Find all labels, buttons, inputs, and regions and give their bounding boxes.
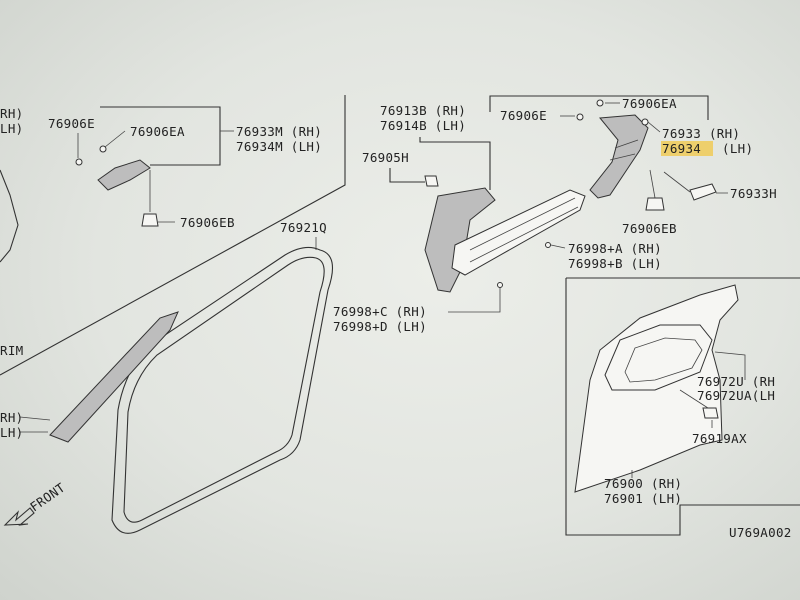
label-lh-left-top: LH): [0, 121, 23, 136]
label-rim: RIM: [0, 343, 23, 358]
group-bracket-76933m: [100, 106, 221, 166]
clip-76906eb-left: [141, 213, 159, 227]
leader-a-pillar: [19, 416, 51, 433]
cap-76933h: [689, 183, 717, 201]
figure-code: U769A002: [729, 525, 792, 540]
label-front: FRONT: [27, 480, 68, 515]
label-76905h: 76905H: [362, 150, 409, 165]
trim-opening-panel: [604, 324, 713, 391]
leader-76906eb-left: [149, 170, 175, 223]
a-pillar-garnish: [49, 311, 179, 443]
rear-pillar-trim-76933: [589, 114, 649, 199]
label-76906eb-mid: 76906EB: [622, 221, 677, 236]
door-welt-seal-outer: [111, 246, 334, 534]
bracket-76913b: [419, 137, 491, 190]
leader-76906ea-left: [104, 130, 126, 148]
clip-76906e-mid: [576, 113, 584, 121]
group-bracket-76933: [489, 95, 709, 120]
label-76914b: 76914B (LH): [380, 118, 466, 133]
kicking-plate-detail: [469, 197, 579, 263]
clip-76919ax: [702, 407, 719, 419]
label-76906ea-left: 76906EA: [130, 124, 185, 139]
section-divider-line: [0, 95, 346, 376]
leader-76933: [647, 121, 661, 133]
label-rh-left-bottom: RH): [0, 410, 23, 425]
label-76900: 76900 (RH): [604, 476, 682, 491]
label-76906eb-left: 76906EB: [180, 215, 235, 230]
leader-76933h: [663, 171, 728, 194]
label-76998d: 76998+D (LH): [333, 319, 427, 334]
door-welt-seal-inner: [123, 256, 325, 523]
clip-76998a: [545, 242, 551, 248]
clip-76998c: [497, 282, 503, 288]
label-76919ax: 76919AX: [692, 431, 747, 446]
leader-76998a: [550, 244, 566, 249]
highlight-76934: [661, 141, 713, 156]
leader-76998c: [448, 288, 501, 313]
label-76913b: 76913B (RH): [380, 103, 466, 118]
leader-76972u: [714, 351, 746, 380]
label-76933-rh: 76933 (RH): [662, 126, 740, 141]
clip-76906e-left: [75, 158, 83, 166]
clip-76905h: [424, 175, 439, 187]
label-76933m: 76933M (RH): [236, 124, 322, 139]
clip-76906eb-mid: [645, 197, 665, 211]
left-edge-part-outline: [0, 169, 19, 263]
label-lh-left-bottom: LH): [0, 425, 23, 440]
label-76906e-left: 76906E: [48, 116, 95, 131]
label-76934-number: 76934: [662, 141, 701, 156]
bracket-76905h: [389, 168, 425, 183]
label-76972u: 76972U (RH: [697, 374, 775, 389]
label-76998c: 76998+C (RH): [333, 304, 427, 319]
trim-piece-76933m: [97, 159, 151, 191]
label-76933h: 76933H: [730, 186, 777, 201]
label-76998a: 76998+A (RH): [568, 241, 662, 256]
leader-76919ax: [679, 389, 713, 428]
clip-76906ea-mid: [596, 99, 604, 107]
clip-76933-top: [641, 118, 649, 126]
label-76934m: 76934M (LH): [236, 139, 322, 154]
rear-trim-detail-box: [565, 277, 800, 536]
label-76906e-mid: 76906E: [500, 108, 547, 123]
trim-opening-inner: [624, 337, 703, 383]
label-76998b: 76998+B (LH): [568, 256, 662, 271]
leader-76906eb-mid: [649, 169, 656, 199]
front-arrow-icon: [3, 507, 35, 526]
kicking-plate-trim: [451, 189, 586, 276]
label-76901: 76901 (LH): [604, 491, 682, 506]
label-76972ua: 76972UA(LH: [697, 388, 775, 403]
label-76906ea-mid: 76906EA: [622, 96, 677, 111]
label-76934-side: (LH): [722, 141, 753, 156]
label-76921q: 76921Q: [280, 220, 327, 235]
clip-76906ea-left: [99, 145, 107, 153]
label-rh-left-top: RH): [0, 106, 23, 121]
rear-pillar-trim-detail: [609, 139, 639, 161]
